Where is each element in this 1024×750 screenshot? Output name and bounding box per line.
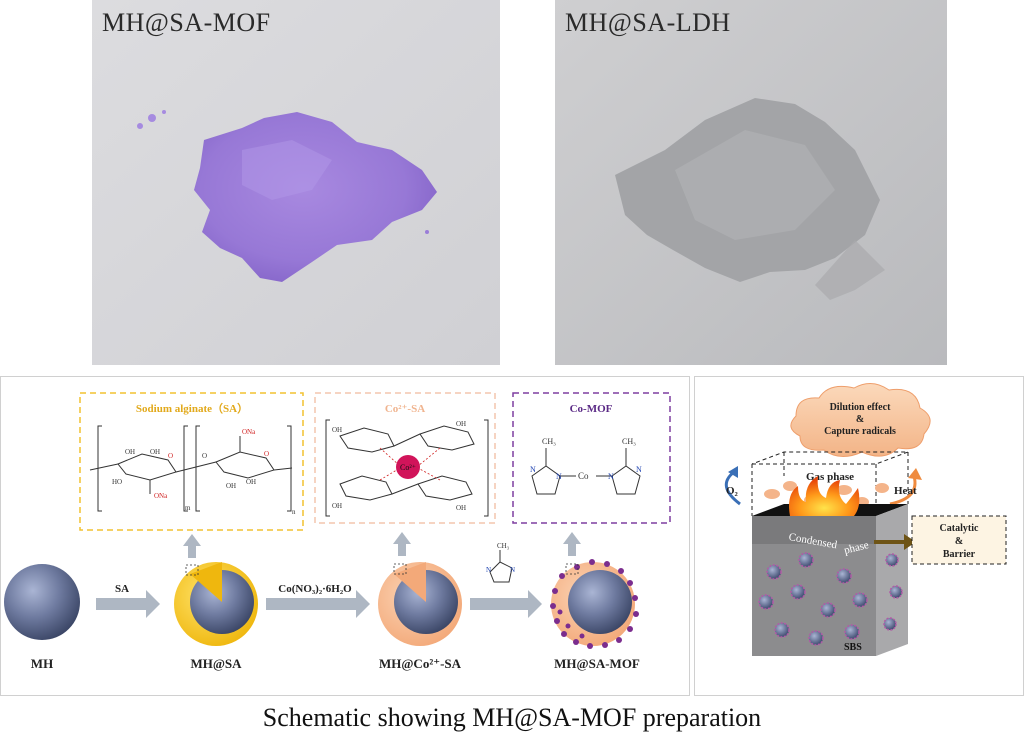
svg-text:OH: OH [125, 448, 135, 456]
co-sa-box: Co²⁺-SA Co²⁺ OH OH OH OH [314, 392, 496, 524]
svg-text:HO: HO [112, 478, 122, 486]
flame-icon [789, 476, 860, 516]
svg-text:OH: OH [456, 420, 466, 428]
co-ion-label: Co²⁺ [400, 463, 416, 472]
barrier-label: Barrier [943, 549, 976, 560]
sa-box-title: Sodium alginate（SA） [136, 402, 248, 415]
svg-text:N: N [556, 472, 562, 481]
svg-text:CH₃: CH₃ [497, 542, 510, 550]
methylimidazole-icon [489, 550, 513, 583]
heat-label: Heat [894, 485, 917, 497]
mh-sa-mof-particles [758, 552, 903, 646]
catalytic-arrow-icon [874, 534, 916, 550]
purple-powder-image [92, 0, 500, 365]
label-mh-sa: MH@SA [190, 656, 242, 671]
photo-mh-sa-mof: MH@SA-MOF [92, 0, 500, 365]
co-mof-box-title: Co-MOF [570, 403, 613, 415]
svg-text:N: N [636, 465, 642, 474]
heat-arrow-icon [889, 475, 917, 506]
sbs-block-side [876, 504, 908, 656]
co-mof-box: Co-MOF CH₃ CH₃ N N N N Co [512, 392, 671, 524]
svg-text:ONa: ONa [242, 428, 256, 436]
gray-powder-image [555, 0, 947, 365]
co-ion-marker [396, 455, 420, 479]
preparation-schematic: Sodium alginate（SA） OH HO OH OH O OH m n… [0, 376, 690, 696]
effect-cloud [790, 383, 931, 457]
photo-mh-sa-ldh: MH@SA-LDH [555, 0, 947, 365]
gas-phase-label: Gas phase [806, 471, 854, 483]
particle-mh-co-sa [378, 562, 462, 646]
svg-text:&: & [955, 536, 963, 547]
step-label-cobalt-nitrate: Co(NO₃)₂·6H₂O [278, 583, 352, 595]
svg-text:OH: OH [332, 426, 342, 434]
particle-mh [4, 564, 80, 640]
svg-text:N: N [530, 465, 536, 474]
particle-mh-sa-mof [550, 559, 639, 649]
svg-text:n: n [292, 508, 296, 516]
svg-text:OH: OH [332, 502, 342, 510]
label-mh-sa-mof: MH@SA-MOF [554, 656, 640, 671]
svg-text:N: N [486, 566, 491, 574]
particle-mh-sa [174, 562, 258, 646]
svg-text:m: m [185, 504, 191, 512]
oxygen-label: O₂ [726, 485, 739, 497]
photo-label-mh-sa-mof: MH@SA-MOF [102, 8, 271, 37]
cloud-text-dilution: Dilution effect [830, 402, 891, 413]
svg-text:CH₃: CH₃ [622, 437, 636, 446]
flame-retardant-mechanism: Dilution effect & Capture radicals Gas p… [694, 376, 1024, 696]
svg-text:&: & [856, 414, 864, 425]
catalytic-barrier-box [911, 515, 1007, 565]
svg-text:O: O [168, 452, 173, 460]
svg-text:N: N [608, 472, 614, 481]
cloud-text-capture: Capture radicals [824, 426, 896, 437]
svg-text:phase: phase [843, 539, 870, 557]
svg-text:N: N [510, 566, 515, 574]
svg-text:O: O [264, 450, 269, 458]
photo-label-mh-sa-ldh: MH@SA-LDH [565, 8, 731, 37]
co-sa-box-title: Co²⁺-SA [385, 403, 425, 415]
label-mh: MH [31, 656, 53, 671]
svg-text:OH: OH [246, 478, 256, 486]
process-arrows [96, 590, 542, 618]
svg-text:OH: OH [150, 448, 160, 456]
sbs-label: SBS [844, 642, 862, 653]
svg-text:OH: OH [456, 504, 466, 512]
oxygen-arrow-icon [724, 470, 741, 506]
label-mh-co-sa: MH@Co²⁺-SA [379, 656, 462, 671]
sbs-block-front [752, 516, 876, 656]
svg-text:ONa: ONa [154, 492, 168, 500]
svg-text:Co: Co [578, 471, 589, 481]
up-arrows [183, 532, 581, 558]
catalytic-label: Catalytic [940, 523, 979, 534]
step-label-sa: SA [115, 583, 129, 595]
sodium-alginate-box: Sodium alginate（SA） OH HO OH OH O OH m n… [79, 392, 304, 531]
svg-text:OH: OH [226, 482, 236, 490]
figure-caption: Schematic showing MH@SA-MOF preparation [262, 703, 762, 732]
svg-text:O: O [202, 452, 207, 460]
svg-text:CH₃: CH₃ [542, 437, 556, 446]
